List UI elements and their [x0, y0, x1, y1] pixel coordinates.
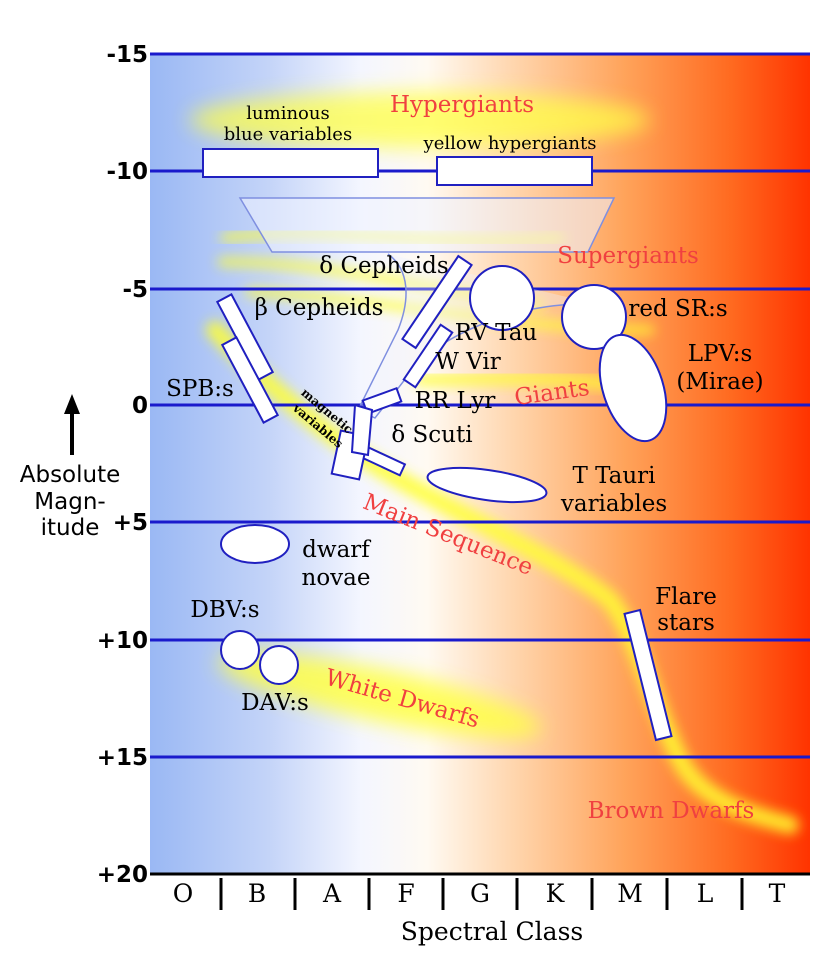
x-class-labels: O B A F G K M L T: [173, 879, 786, 908]
y-tick-label: -15: [106, 42, 148, 68]
y-axis-label-line: itude: [41, 515, 100, 541]
x-axis-title: Spectral Class: [401, 917, 583, 946]
y-tick-label: +5: [113, 510, 148, 536]
brown-dwarfs-label: Brown Dwarfs: [588, 798, 755, 824]
dwarf-novae-label-line: novae: [302, 565, 371, 591]
y-axis-label: Absolute Magn- itude: [20, 394, 121, 541]
dbv-region: [220, 630, 260, 670]
hypergiants-label: Hypergiants: [390, 92, 534, 118]
lpv-label-line: LPV:s: [688, 341, 753, 367]
dwarf-novae-label-line: dwarf: [302, 537, 371, 563]
main-sequence-band: [206, 321, 799, 834]
y-tick-label: 0: [132, 393, 148, 419]
dav-region: [259, 645, 299, 685]
yellow-hypergiants-label: yellow hypergiants: [423, 133, 597, 154]
delta-cepheids-label: δ Cepheids: [319, 253, 448, 279]
y-tick-label: -10: [106, 159, 148, 185]
y-tick-label: +20: [97, 862, 148, 888]
lbv-region: [202, 148, 379, 178]
beta-cepheids-label: β Cepheids: [255, 295, 384, 321]
variable-labels: luminous blue variables yellow hypergian…: [166, 103, 763, 716]
red-sr-label: red SR:s: [628, 296, 727, 322]
w-vir-region: [402, 323, 454, 389]
dwarf-novae-region: [220, 524, 290, 564]
spb-region: [220, 336, 280, 424]
rr-lyr-label: RR Lyr: [415, 388, 496, 414]
flare-stars-label-line: Flare: [655, 584, 717, 610]
t-tauri-label-line: T Tauri: [572, 463, 655, 489]
variable-star-regions: [202, 148, 673, 742]
x-class-separators: [219, 878, 744, 910]
x-class-label: F: [397, 879, 414, 908]
y-tick-label: +10: [97, 628, 148, 654]
lbv-label-line: luminous: [246, 103, 329, 124]
lpv-region: [598, 333, 668, 443]
lbv-label-line: blue variables: [224, 124, 352, 145]
flare-star-region: [623, 608, 673, 742]
dav-label: DAV:s: [241, 690, 309, 716]
x-class-label: G: [470, 879, 490, 908]
t-tauri-region: [426, 466, 548, 504]
flare-stars-label-line: stars: [657, 610, 715, 636]
rv-tau-label: RV Tau: [455, 320, 538, 346]
delta-scuti-label: δ Scuti: [391, 422, 472, 448]
w-vir-label: W Vir: [435, 349, 501, 375]
y-axis-label-line: Magn-: [34, 489, 105, 515]
y-axis-label-line: Absolute: [20, 462, 121, 488]
x-class-label: O: [173, 879, 194, 908]
delta-cepheid-region: [401, 254, 473, 350]
red-sr-region: [561, 284, 627, 350]
x-class-label: M: [617, 879, 643, 908]
up-arrow-head-icon: [64, 394, 80, 414]
x-class-label: L: [697, 879, 714, 908]
instability-strip-top: [238, 197, 616, 253]
x-class-label: B: [248, 879, 266, 908]
rv-tau-region: [469, 265, 535, 331]
spb-label: SPB:s: [166, 376, 234, 402]
magnetic-strip: [350, 403, 374, 457]
white-dwarf-band: [218, 652, 542, 738]
y-tick-label: -5: [122, 277, 148, 303]
t-tauri-label-line: variables: [560, 491, 667, 517]
yellow-hypergiant-region: [436, 156, 593, 186]
x-class-label: A: [322, 879, 342, 908]
lpv-label-line: (Mirae): [676, 369, 763, 395]
dbv-label: DBV:s: [190, 597, 259, 623]
y-tick-labels: -15 -10 -5 0 +5 +10 +15 +20: [97, 42, 148, 888]
y-tick-label: +15: [97, 745, 148, 771]
supergiants-label: Supergiants: [557, 243, 699, 269]
hypergiant-band: [190, 92, 650, 148]
x-class-label: K: [546, 879, 566, 908]
x-class-label: T: [769, 879, 786, 908]
plot-background: [150, 54, 810, 874]
